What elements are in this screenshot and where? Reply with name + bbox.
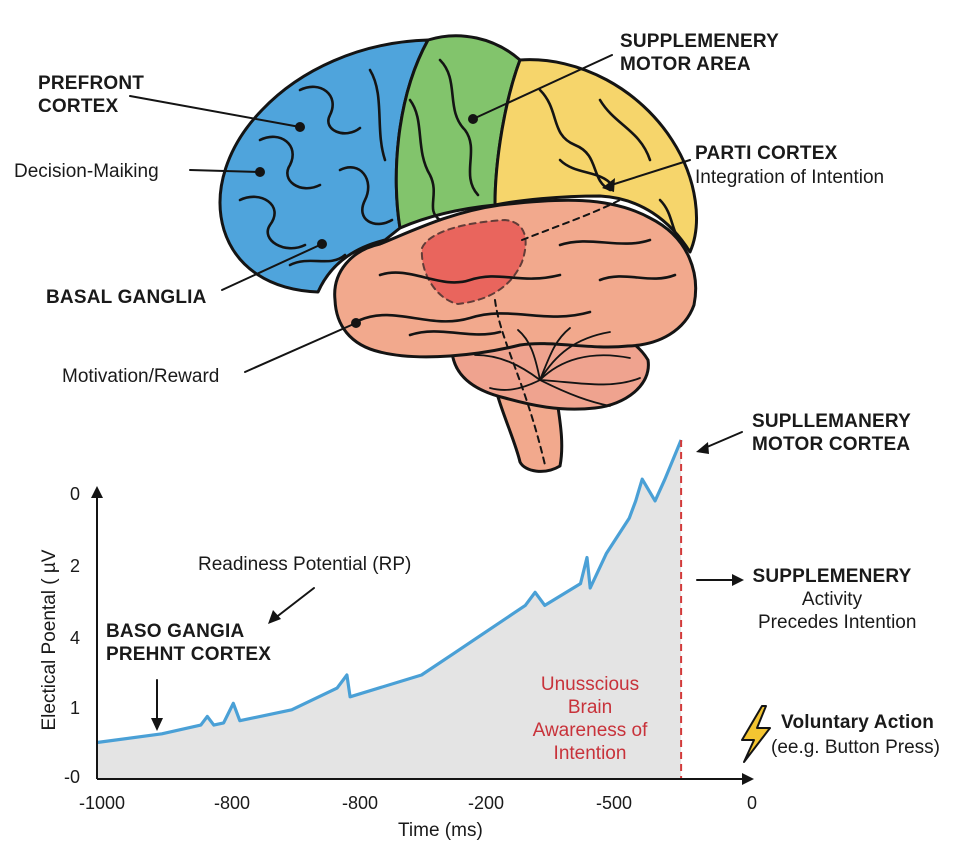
y-tick-3: 1 bbox=[70, 698, 81, 718]
x-tick-5: 0 bbox=[746, 793, 757, 813]
y-axis-arrow bbox=[91, 486, 103, 498]
x-tick-0: -1000 bbox=[78, 793, 126, 813]
brain-illustration bbox=[129, 34, 744, 731]
unconscious-label: Unusscious Brain Awareness of Intention bbox=[532, 674, 648, 764]
parietal-region bbox=[493, 58, 698, 254]
basal-ganglia-label: BASAL GANGLIA bbox=[46, 287, 207, 308]
x-tick-4: -500 bbox=[595, 793, 633, 813]
y-tick-1: 2 bbox=[70, 556, 81, 576]
voluntary-action-title: Voluntary Action bbox=[781, 712, 935, 733]
x-tick-2: -800 bbox=[341, 793, 379, 813]
y-tick-0: 0 bbox=[70, 484, 81, 504]
parietal-title: PARTI CORTEX bbox=[695, 143, 838, 164]
y-axis-title: Electical Poental ( µV bbox=[39, 549, 60, 731]
rp-area-fill bbox=[97, 440, 682, 779]
x-axis-arrow bbox=[742, 773, 754, 785]
x-tick-1: -800 bbox=[213, 793, 251, 813]
supp-activity-label: SUPPLEMENERY Activity Precedes Intention bbox=[752, 566, 917, 633]
lightning-bolt-icon bbox=[741, 705, 771, 763]
voluntary-action-subtitle: (ee.g. Button Press) bbox=[771, 737, 940, 758]
rp-curve bbox=[96, 439, 683, 745]
y-tick-2: 4 bbox=[70, 628, 81, 648]
rp-label: Readiness Potential (RP) bbox=[198, 554, 412, 575]
parietal-subtitle: Integration of Intention bbox=[695, 167, 885, 188]
y-tick-4: -0 bbox=[64, 767, 81, 787]
x-axis-title: Time (ms) bbox=[398, 820, 483, 841]
motivation-label: Motivation/Reward bbox=[62, 366, 220, 387]
decision-label: Decision-Maiking bbox=[14, 161, 159, 182]
readiness-potential-chart bbox=[91, 439, 771, 785]
x-tick-3: -200 bbox=[467, 793, 505, 813]
